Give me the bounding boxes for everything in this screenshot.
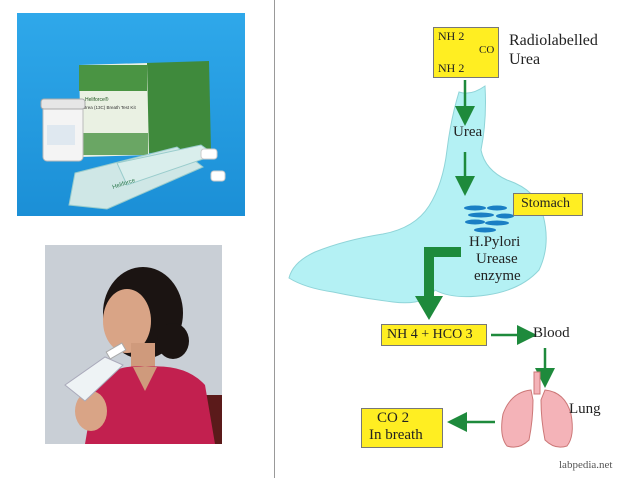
urea-formula-box (433, 27, 499, 78)
lung-label: Lung (569, 401, 601, 417)
radiolabelled-label: Radiolabelled (509, 32, 598, 49)
woman-photo (45, 245, 222, 444)
co2-box (361, 408, 443, 448)
stomach-label: Stomach (521, 196, 570, 211)
woman-breath-bag (64, 356, 124, 402)
lungs-icon (501, 371, 573, 448)
nh2-bottom-label: NH 2 (438, 61, 465, 75)
stomach-box (513, 193, 583, 216)
urease-label: Urease (476, 251, 518, 267)
hpylori-bacteria (464, 205, 514, 233)
co-label: CO (479, 44, 495, 56)
kit-box-title: Urea (13C) Breath Test Kit (83, 105, 136, 110)
kit-box-brand: Heliforce® (85, 96, 109, 103)
big-enzyme-arrow (424, 247, 461, 300)
nh2-top-label: NH 2 (438, 29, 465, 43)
urea-label: Urea (453, 124, 483, 140)
co2-label: CO 2 (377, 410, 410, 426)
kit-box-side (145, 61, 211, 153)
enzyme-label: enzyme (474, 268, 521, 284)
woman-face (103, 289, 151, 353)
woman-shirt (85, 366, 215, 444)
urea-breath-test-diagram: NH 2 CO NH 2 Radiolabelled Urea Urea Sto… (274, 0, 638, 478)
watermark: labpedia.net (559, 459, 613, 471)
radiolabelled-urea-label: Urea (509, 51, 541, 68)
kit-photo: Heliforce® Urea (13C) Breath Test Kit He… (17, 13, 245, 216)
blood-label: Blood (533, 325, 570, 341)
hpylori-label: H.Pylori (469, 234, 521, 250)
products-label: NH 4 + HCO 3 (387, 327, 473, 342)
in-breath-label: In breath (369, 427, 423, 443)
products-box (381, 324, 487, 346)
